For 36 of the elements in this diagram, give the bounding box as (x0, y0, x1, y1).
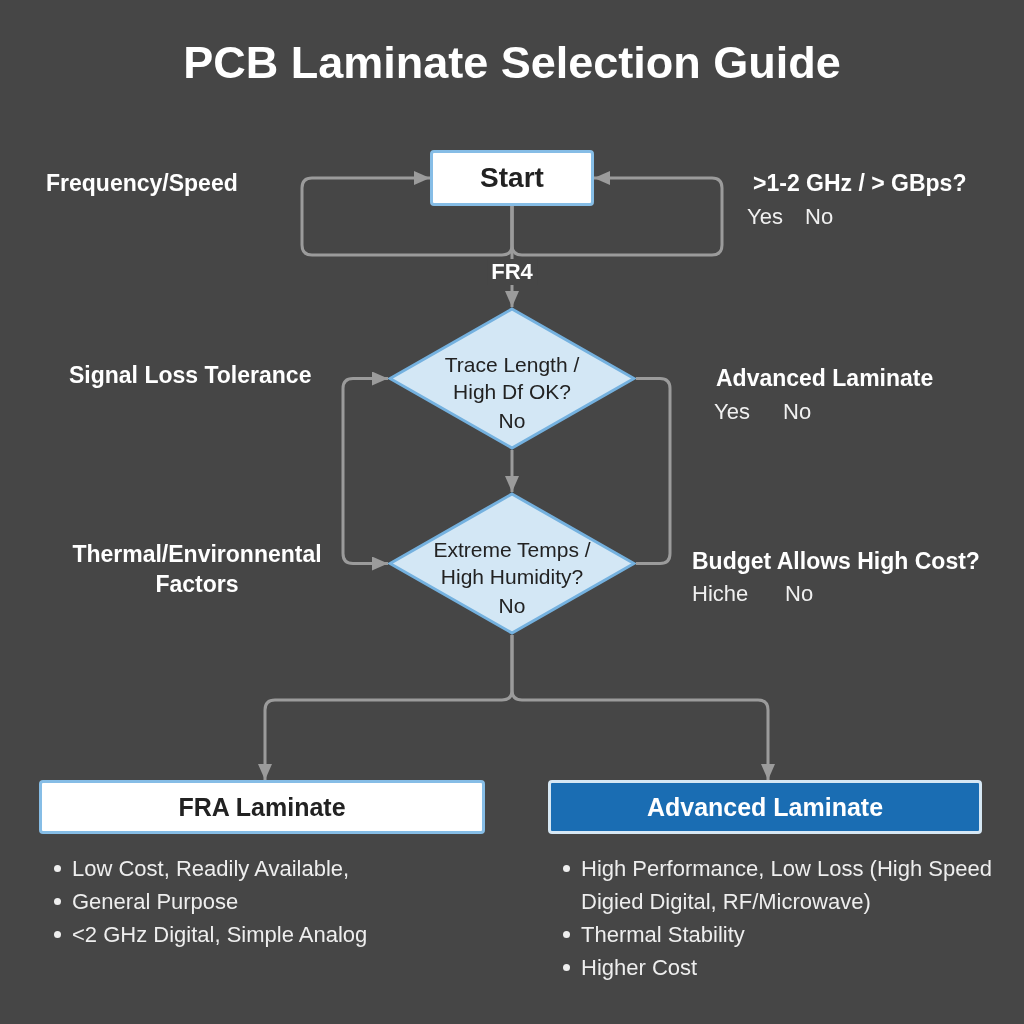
decision-diamond (388, 492, 636, 635)
answer-text: No (498, 593, 526, 619)
option-label: Hiche (692, 581, 749, 607)
option-label: No (785, 581, 814, 607)
arrow (505, 450, 519, 492)
answer-text: No (498, 408, 526, 434)
option-label: No (805, 204, 834, 230)
diagram-title: PCB Laminate Selection Guide (183, 36, 841, 90)
annotation-heading: Budget Allows High Cost? (692, 547, 980, 575)
node-label: Start (480, 162, 544, 194)
annotation-heading: Advanced Laminate (716, 364, 934, 392)
bullet-text: <2 GHz Digital, Simple Analog (72, 921, 369, 949)
arrow (341, 371, 388, 571)
bullet-text: Higher Cost (581, 954, 699, 982)
connector-line (636, 377, 672, 565)
option-label: Yes (714, 399, 750, 425)
question-text: Trace Length / High Df OK? (443, 352, 581, 405)
arrow (510, 635, 775, 780)
bullet-text: Thermal Stability (581, 921, 746, 949)
result-box (548, 780, 982, 834)
decision-diamond (388, 307, 636, 450)
node-label: FRA Laminate (178, 792, 346, 822)
annotation-heading: Thermal/Environnental Factors (71, 540, 323, 599)
annotation-heading: Signal Loss Tolerance (69, 361, 312, 389)
annotation-heading: Frequency/Speed (46, 169, 238, 197)
start-box (430, 150, 594, 206)
arrow (300, 171, 514, 257)
question-text: Extreme Temps / High Humidity? (432, 537, 592, 590)
result-box (39, 780, 485, 834)
bullet-text: Low Cost, Readily Available, (72, 855, 351, 883)
option-label: Yes (747, 204, 783, 230)
node-label: Advanced Laminate (646, 792, 884, 822)
bullet-text: High Performance, Low Loss (High Speed Digied Digital, RF/Microwave) (581, 855, 993, 916)
option-label: No (783, 399, 812, 425)
bullet-text: General Purpose (72, 888, 240, 916)
annotation-heading: >1-2 GHz / > GBps? (753, 169, 967, 197)
